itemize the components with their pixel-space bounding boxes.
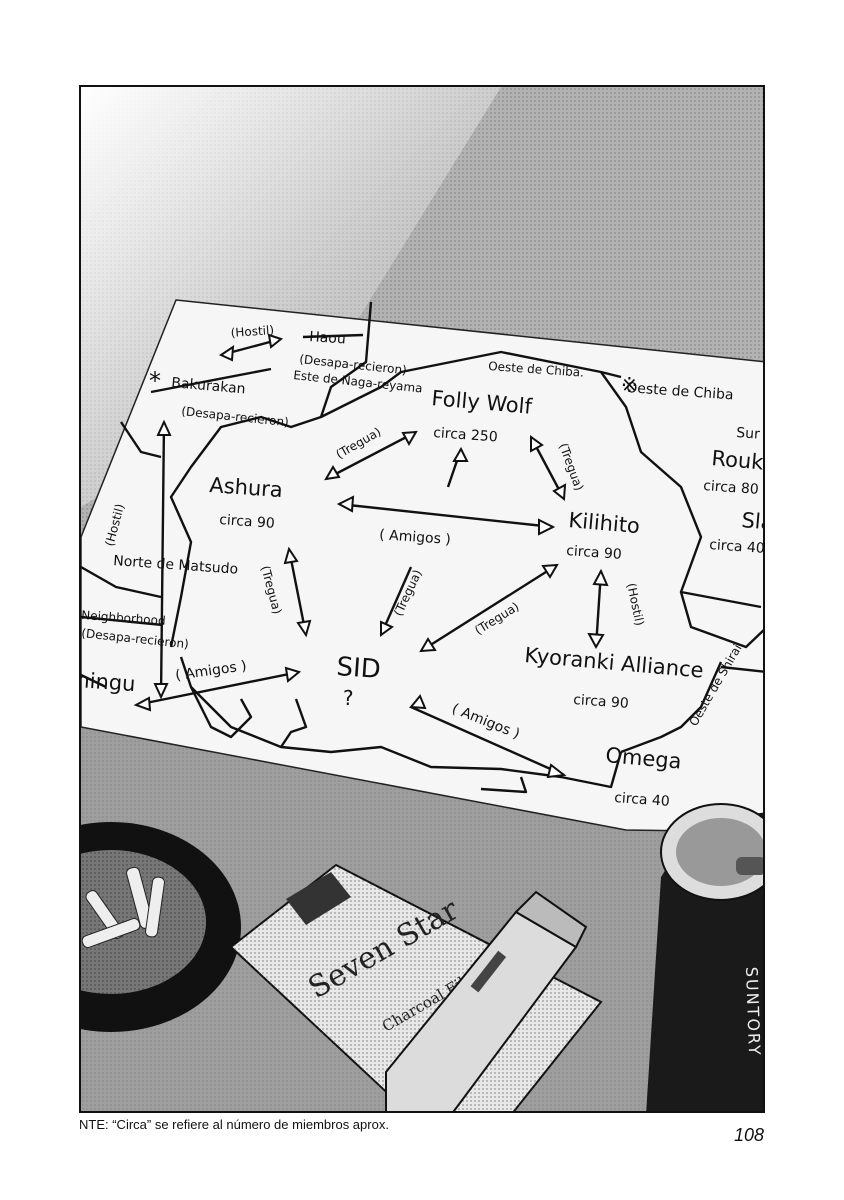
region-sur: Sur [736,425,761,443]
gang-size-sla: circa 40 [709,537,765,557]
gang-name-ashura: Ashura [209,473,284,502]
gang-size-folly-wolf: circa 250 [433,425,498,445]
gang-name-rouki: Rouki [711,446,765,475]
drink-can: SUNTORY [646,803,764,1111]
scene-illustration: Folly Wolf circa 250 Ashura circa 90 Kil… [81,87,765,1111]
crossed-gang-haou: Haou [309,329,347,348]
arrowheads [133,333,609,779]
ashtray [81,822,241,1032]
gang-size-kilihito: circa 90 [566,543,623,563]
relation-label-hostil-top: (Hostil) [230,323,274,340]
gang-size-ashura: circa 90 [219,512,276,532]
cigarette-pack: Seven Star Charcoal Filter [229,863,603,1111]
region-oeste-chiba-2: Oeste de Chiba [626,380,734,403]
translator-note: NTE: “Circa” se refiere al número de mie… [79,1117,389,1132]
region-oeste-chiba-1: Oeste de Chiba. [488,359,585,380]
manga-panel: Folly Wolf circa 250 Ashura circa 90 Kil… [79,85,765,1113]
gang-size-kyoranki: circa 90 [573,692,630,712]
page-number: 108 [733,1125,764,1145]
region-boundaries [81,301,763,794]
gang-size-omega: circa 40 [614,790,671,810]
gang-size-rouki: circa 80 [703,478,760,498]
gang-name-sla: Sla [741,508,765,535]
lighter [385,890,588,1111]
crossed-gang-bakurakan: Bakurakan [171,375,247,397]
can-brand-text: SUNTORY [742,966,764,1057]
gang-name-partial-left: hingu [81,668,136,696]
relation-label-amigos-ashura-kilihito: ( Amigos ) [379,527,452,548]
asterisk-bakurakan: * [149,367,161,395]
gang-size-sid: ? [343,686,354,710]
gang-name-sid: SID [336,652,382,685]
asterisk-chiba: ※ [621,373,638,397]
